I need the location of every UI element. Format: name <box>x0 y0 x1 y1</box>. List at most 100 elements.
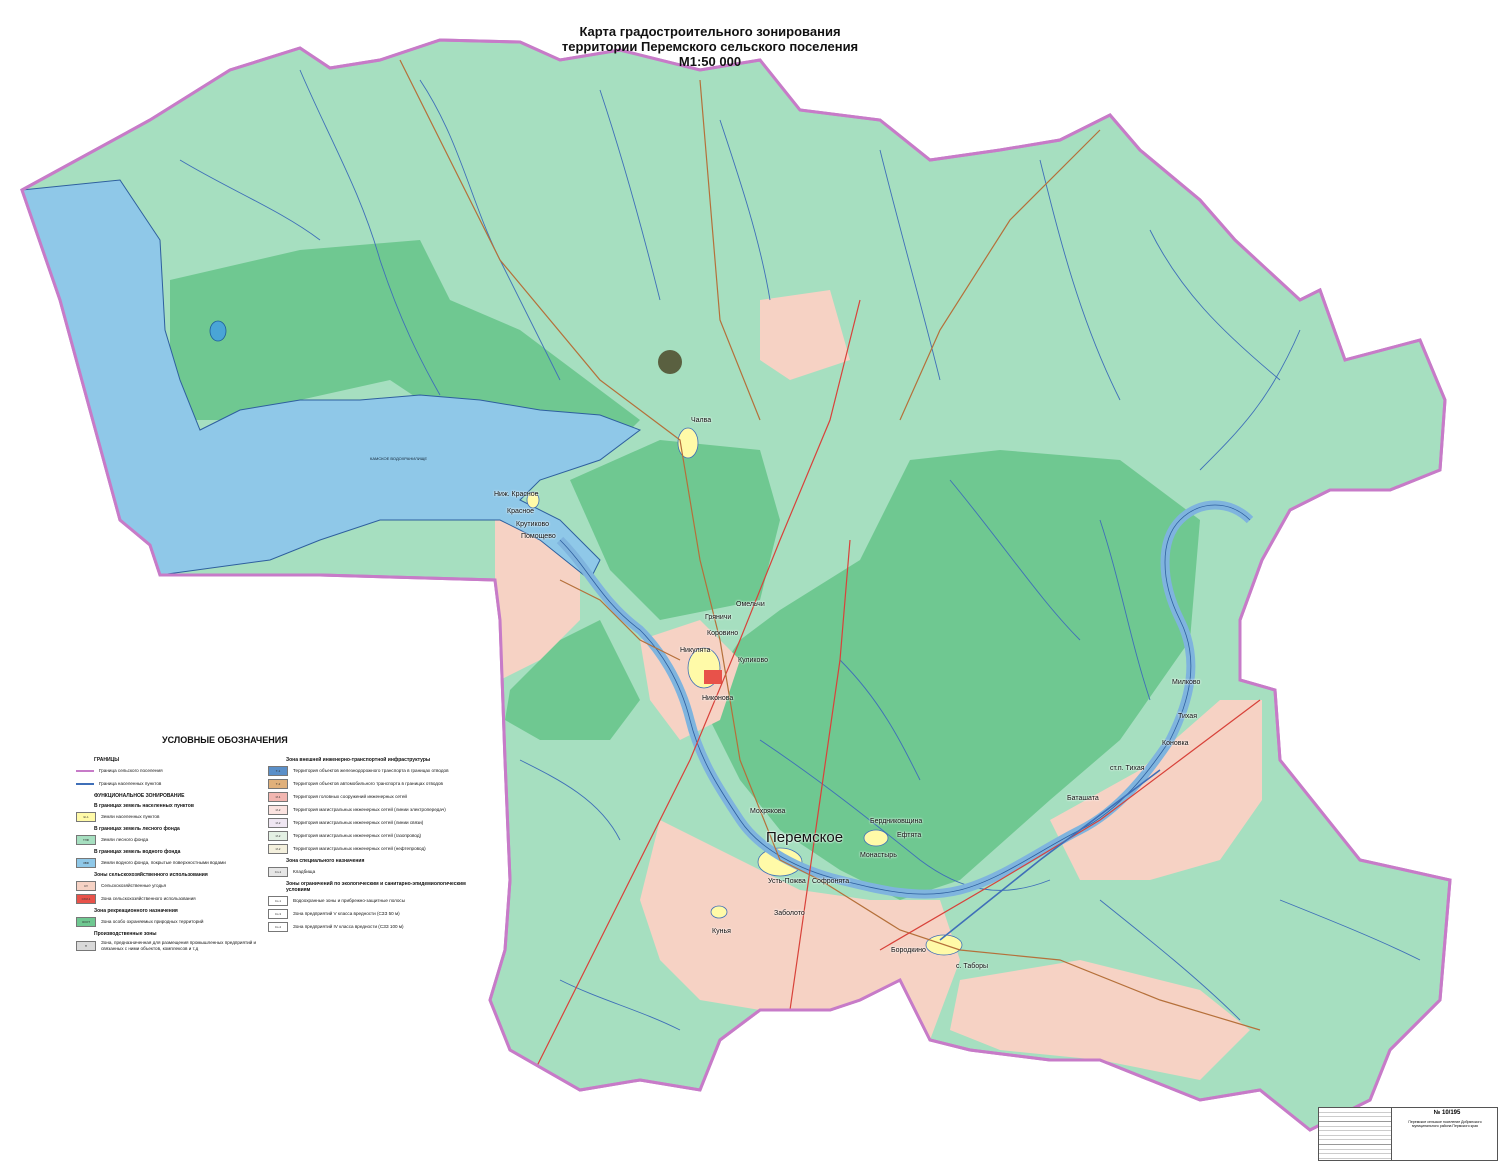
legend-item: П Зона, предназначенная для размещения пр… <box>76 940 266 951</box>
place-label: Коровино <box>707 630 739 637</box>
legend-color-swatch: ЗВФ <box>76 858 96 868</box>
lake <box>209 320 227 342</box>
legend-section-heading: ГРАНИЦЫ <box>94 757 120 763</box>
legend-color-swatch: И-2 <box>268 831 288 841</box>
legend-item-label: Зона предприятий V класса вредности (СЗЗ… <box>293 911 400 917</box>
stamp-number: № 10/195 <box>1433 1110 1461 1116</box>
legend-item: Граница сельского поселения <box>76 766 266 776</box>
legend-line-swatch <box>76 783 94 785</box>
legend-section-heading: Зона специального назначения <box>286 858 365 864</box>
legend-color-swatch: Т-1 <box>268 766 288 776</box>
place-label-peremskoe: Перемское <box>766 829 844 846</box>
place-label: Кунья <box>712 928 731 935</box>
legend-section-heading: Зона рекреационного назначения <box>94 908 178 914</box>
rivers <box>179 69 1421 1031</box>
legend-item: Сп-1 Кладбища <box>268 867 468 877</box>
special-forest-center <box>570 440 780 620</box>
place-label: Помощево <box>521 533 556 540</box>
legend-color-swatch: И-2 <box>268 805 288 815</box>
map-title: Карта градостроительного зонирования тер… <box>560 24 860 69</box>
legend-item-label: Зона сельскохозяйственного использования <box>101 896 196 902</box>
kama-reservoir <box>22 179 642 581</box>
legend-item-label: Территория магистральных инженерных сете… <box>293 833 422 839</box>
legend-color-swatch: Т-2 <box>268 779 288 789</box>
legend-line-swatch <box>76 770 94 772</box>
kama-river-edge <box>559 504 1251 895</box>
legend-item: СУ Сельскохозяйственные угодья <box>76 881 266 891</box>
place-label: Бердниковщина <box>870 818 923 825</box>
legend-color-swatch: СУ <box>76 881 96 891</box>
place-label: Усть-Пожва <box>768 878 806 885</box>
legend-item: Сз-3 Зона предприятий V класса вредности … <box>268 909 468 919</box>
place-label: Гряничи <box>705 614 732 621</box>
legend-item: ТЛФ Земли лесного фонда <box>76 835 266 845</box>
settlement-boundary <box>20 38 1452 1132</box>
legend-item-label: Кладбища <box>293 869 316 875</box>
map-legend: УСЛОВНЫЕ ОБОЗНАЧЕНИЯ ГРАНИЦЫ Граница сель… <box>72 735 466 1005</box>
legend-item-label: Территория магистральных инженерных сете… <box>293 820 424 826</box>
legend-color-swatch: Ж-1 <box>76 812 96 822</box>
agricultural-use-zone <box>704 670 722 684</box>
place-label: Бородкино <box>891 947 926 954</box>
legend-item-label: Территория объектов железнодорожного тра… <box>293 768 449 774</box>
legend-color-swatch: Сз-3 <box>268 909 288 919</box>
legend-item-label: Граница сельского поселения <box>99 768 163 774</box>
legend-item-label: Территория головных сооружений инженерны… <box>293 794 407 800</box>
map-title-line2: территории Перемского сельского поселени… <box>561 39 859 54</box>
legend-item-label: Зона предприятий IV класса вредности (СЗ… <box>293 924 404 930</box>
legend-color-swatch: П <box>76 940 96 951</box>
legend-item-label: Сельскохозяйственные угодья <box>101 883 167 889</box>
place-label: Никонова <box>702 695 734 702</box>
place-label: Заболото <box>774 910 805 917</box>
legend-section-heading: Зоны сельскохозяйственного использования <box>94 872 208 878</box>
legend-section-heading: В границах земель водного фонда <box>94 849 181 855</box>
industrial-spot <box>658 350 682 374</box>
map-title-line1: Карта градостроительного зонирования <box>579 24 841 39</box>
legend-color-swatch: Сп-1 <box>268 867 288 877</box>
legend-item: Сз-4 Зона предприятий IV класса вредности… <box>268 922 468 932</box>
place-label: Красное <box>507 508 535 515</box>
legend-color-swatch: ТЛФ <box>76 835 96 845</box>
place-label: Крутиково <box>516 521 550 528</box>
legend-item-label: Зона, предназначенная для размещения про… <box>101 940 257 951</box>
legend-section-heading: Зоны ограничений по экологическим и сани… <box>286 881 466 893</box>
legend-item-label: Территория объектов автомобильного транс… <box>293 781 443 787</box>
legend-section-heading: Производственные зоны <box>94 931 157 937</box>
legend-item-label: Водоохранные зоны и прибрежно-защитные п… <box>293 898 406 904</box>
legend-item: И-1 Территория головных сооружений инжене… <box>268 792 468 802</box>
transport-lines <box>399 59 1261 1081</box>
place-label: Чалва <box>691 417 712 424</box>
legend-item-label: Территория магистральных инженерных сете… <box>293 846 426 852</box>
map-scale: М1:50 000 <box>678 54 742 69</box>
legend-color-swatch: Сз-4 <box>268 922 288 932</box>
legend-section-heading: ФУНКЦИОНАЛЬНОЕ ЗОНИРОВАНИЕ <box>94 793 185 799</box>
place-label: Никулята <box>680 647 711 654</box>
stamp-text: Перемское сельское поселение Добрянского… <box>1408 1120 1482 1128</box>
legend-item: И-2 Территория магистральных инженерных с… <box>268 831 468 841</box>
legend-item-label: Земли водного фонда, покрытые поверхност… <box>101 860 226 866</box>
legend-item-label: Земли лесного фонда <box>101 837 149 843</box>
legend-item: Граница населенных пунктов <box>76 779 266 789</box>
legend-item: Т-1 Территория объектов железнодорожного … <box>268 766 468 776</box>
legend-item-label: Граница населенных пунктов <box>99 781 162 787</box>
legend-title: УСЛОВНЫЕ ОБОЗНАЧЕНИЯ <box>162 735 288 745</box>
place-label: Ефтята <box>897 832 922 839</box>
place-label: Милково <box>1172 679 1201 686</box>
drawing-stamp: № 10/195 Перемское сельское поселение До… <box>1318 1107 1498 1161</box>
legend-item: Т-2 Территория объектов автомобильного тр… <box>268 779 468 789</box>
place-label: Баташата <box>1067 795 1099 802</box>
place-label: Куликово <box>738 657 768 664</box>
place-label: Омельчи <box>736 601 765 608</box>
reservoir-label: КАМСКОЕ ВОДОХРАНИЛИЩЕ <box>370 456 428 461</box>
legend-color-swatch: И-1 <box>268 792 288 802</box>
stamp-grid <box>1319 1108 1392 1160</box>
legend-section-heading: Зона внешней инженерно-транспортной инфр… <box>286 757 431 763</box>
special-forest-east <box>700 450 1200 900</box>
